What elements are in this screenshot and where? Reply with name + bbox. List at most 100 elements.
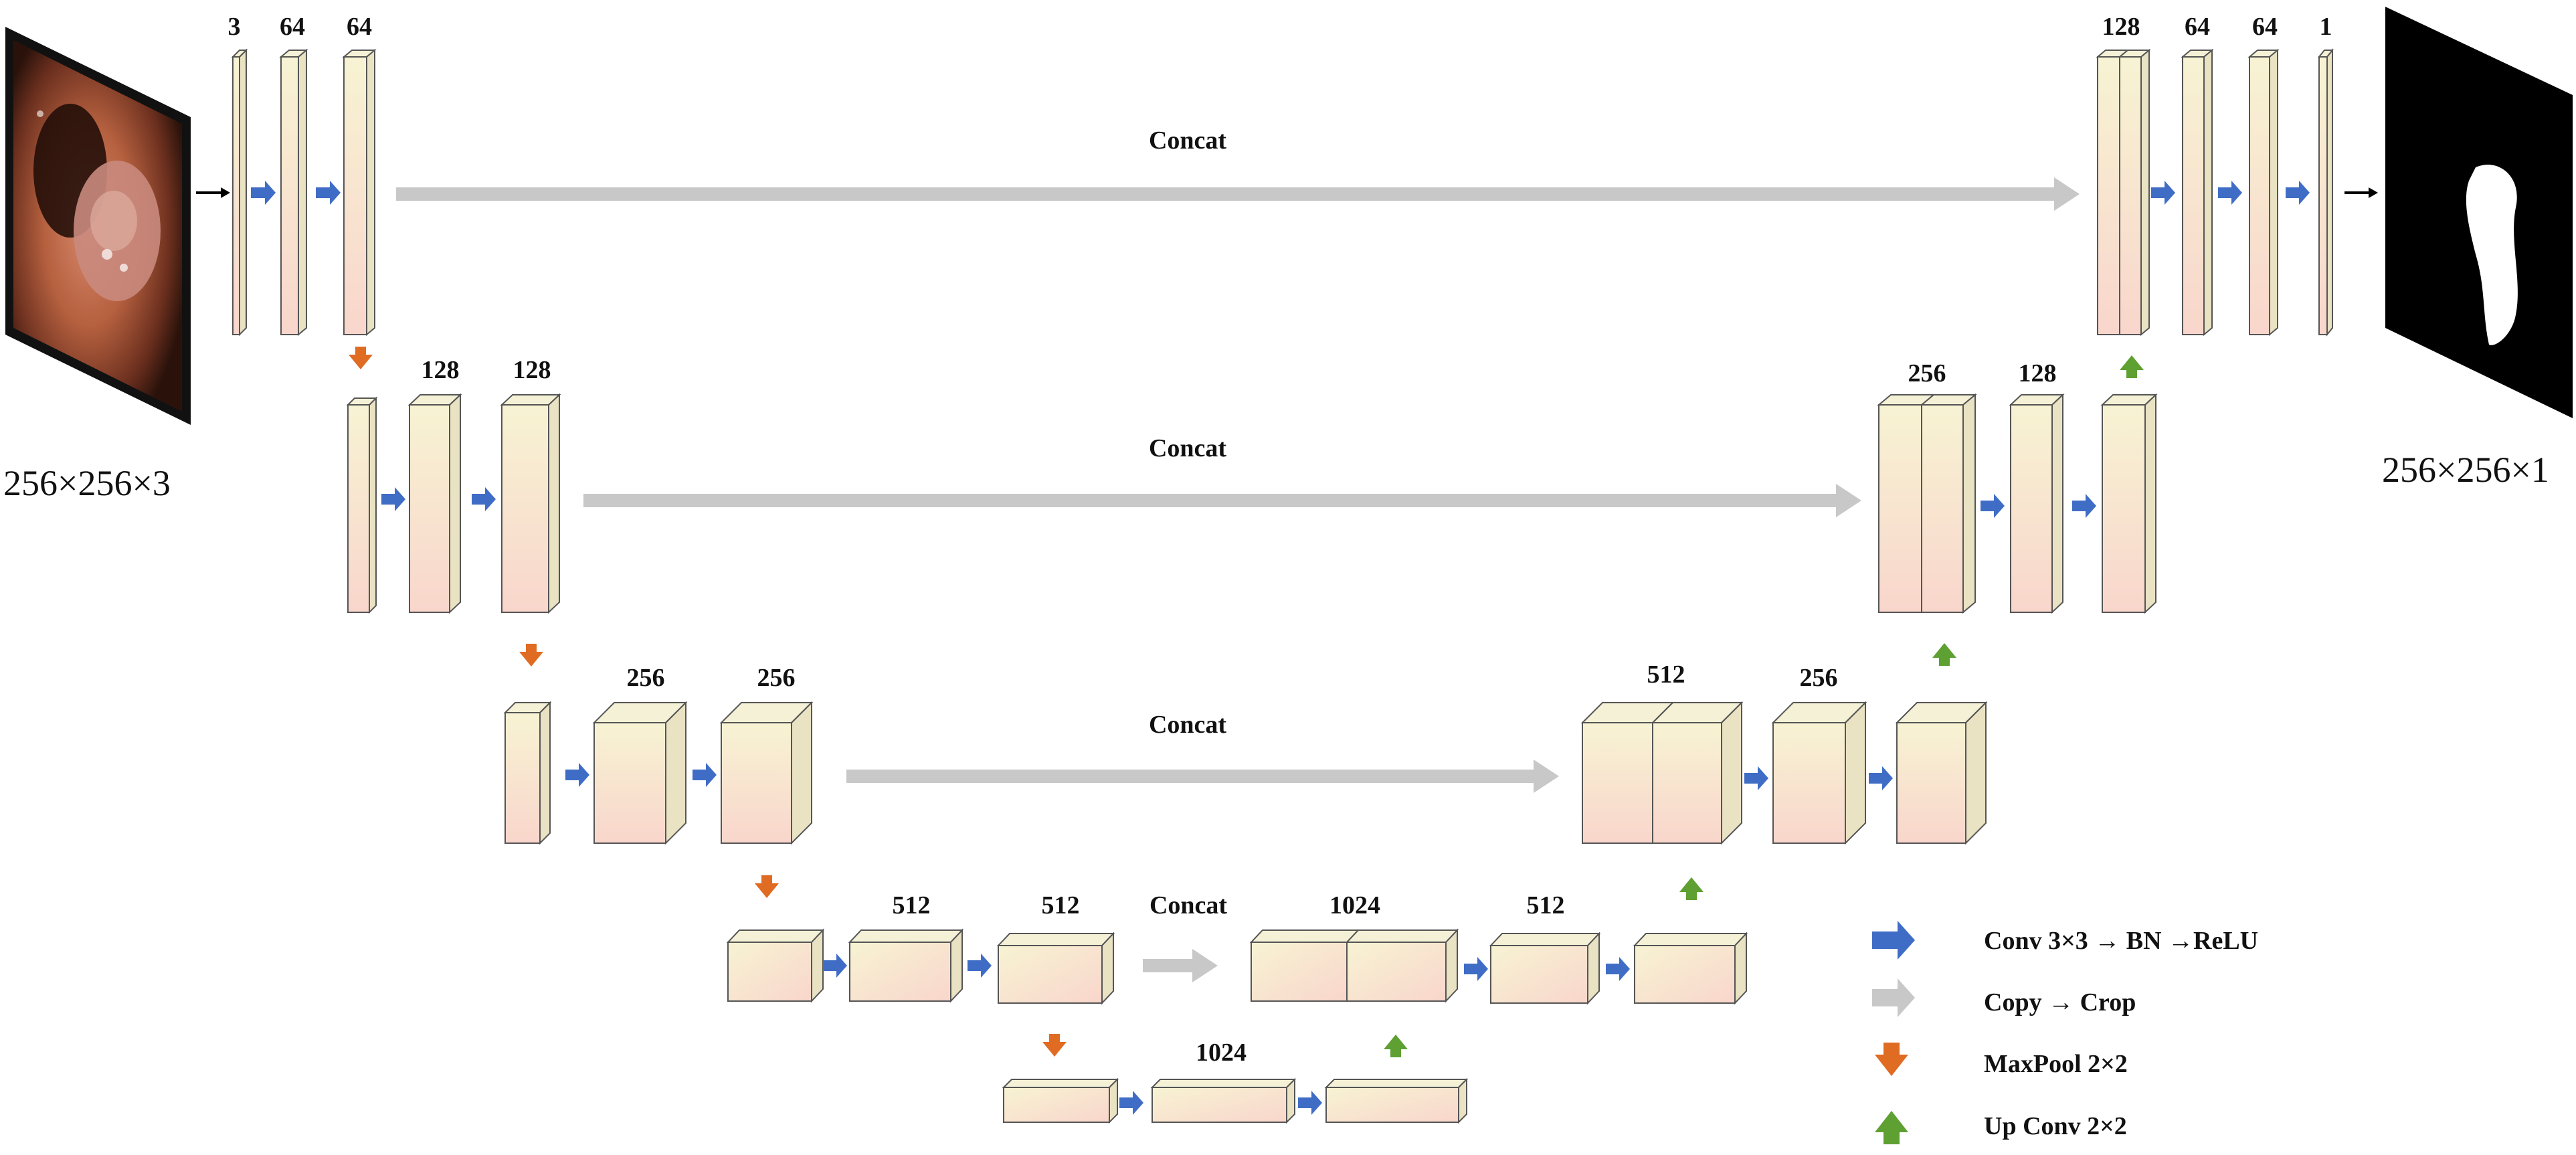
enc-l3-block-2 [592,701,688,845]
conv-arrow [2151,181,2175,205]
enc-l3-label-1: 256 [627,664,665,692]
conv-arrow [1119,1091,1143,1115]
upconv-arrow [1384,1035,1408,1057]
upconv-arrow [1932,643,1956,666]
legend-upconv-icon [1875,1111,1908,1144]
input-arrow [196,187,230,198]
legend-copy-label: Copy → Crop [1984,988,2136,1016]
dec-l1-label-4: 1 [2320,13,2332,41]
conv-arrow [2218,181,2242,205]
dec-l4-label-1: 1024 [1329,891,1380,919]
enc-l2-block-3 [500,393,561,614]
legend: Conv 3×3 → BN →ReLU Copy → Crop MaxPool … [1872,921,2258,1144]
conv-arrow [2286,181,2310,205]
concat-label-3: Concat [1149,711,1226,739]
dec-l1-block-2 [2118,48,2151,337]
dec-l3-label-2: 256 [1800,664,1838,692]
dec-l4-block-2 [1345,928,1459,1003]
maxpool-arrow [519,644,543,667]
input-dim-label: 256×256×3 [3,463,171,503]
legend-maxpool-icon [1875,1043,1908,1076]
enc-l1-block-1 [231,48,248,337]
dec-l1-label-3: 64 [2252,13,2278,41]
bottleneck-block-3 [1324,1077,1469,1124]
conv-arrow [1464,957,1488,981]
dec-l2-block-1 [1877,394,1936,613]
maxpool-arrow [1042,1034,1067,1057]
concat-label-1: Concat [1149,126,1226,155]
upconv-arrow [1679,877,1704,900]
dec-l1-block-5 [2317,48,2334,337]
legend-copy-icon [1872,978,1915,1017]
dec-l4-label-2: 512 [1527,891,1565,919]
dec-l3-block-3 [1771,701,1867,845]
conv-arrow [1869,766,1893,790]
concat-label-4: Concat [1149,891,1227,919]
output-dim-label: 256×256×1 [2382,450,2549,490]
maxpool-arrow [349,347,373,369]
enc-l2-block-1 [346,396,378,614]
enc-l4-block-1 [726,928,825,1003]
conv-arrow [1298,1091,1322,1115]
dec-l3-label-1: 512 [1647,660,1685,689]
dec-l3-block-2 [1651,701,1744,845]
enc-l3-block-1 [503,701,552,845]
dec-l2-label-1: 256 [1908,359,1946,387]
maxpool-arrow [755,875,779,898]
dec-l4-block-3 [1489,931,1601,1005]
conv-arrow [1981,494,2005,518]
conv-arrow [251,181,276,205]
bottleneck-label: 1024 [1196,1039,1247,1067]
input-image [5,27,191,425]
conv-arrow [381,487,405,511]
enc-l2-label-1: 128 [422,356,460,384]
conv-arrow [693,763,717,787]
enc-l2-label-2: 128 [513,356,551,384]
dec-l2-label-2: 128 [2019,359,2057,387]
upconv-arrow [2120,355,2144,378]
enc-l4-label-1: 512 [893,891,931,919]
copy-arrow [846,760,1559,793]
dec-l1-label-1: 128 [2102,13,2140,41]
conv-arrow [2072,494,2096,518]
enc-l1-label-3: 64 [347,13,372,41]
enc-l3-label-2: 256 [757,664,796,692]
copy-arrow [583,484,1861,517]
legend-maxpool-label: MaxPool 2×2 [1984,1050,2128,1078]
enc-l1-block-2 [279,48,308,337]
dec-l3-block-4 [1895,701,1988,845]
enc-l4-block-2 [848,928,964,1003]
dec-l4-block-1 [1249,929,1360,1002]
dec-l4-block-4 [1633,931,1748,1005]
dec-l1-block-4 [2247,48,2280,337]
enc-l1-label-2: 64 [280,13,305,41]
enc-l1-label-1: 3 [228,13,241,41]
conv-arrow [1744,766,1768,790]
bottleneck-block-2 [1150,1077,1297,1124]
concat-label-2: Concat [1149,434,1226,462]
conv-arrow [316,181,341,205]
dec-l1-block-3 [2181,48,2214,337]
conv-arrow [472,487,496,511]
conv-arrow [565,763,589,787]
dec-l3-block-1 [1580,702,1675,844]
dec-l1-label-2: 64 [2185,13,2210,41]
legend-upconv-label: Up Conv 2×2 [1984,1112,2127,1140]
enc-l1-block-3 [342,48,377,337]
output-mask [2385,7,2573,418]
dec-l2-block-2 [1920,393,1977,614]
conv-arrow [968,954,992,978]
dec-l2-block-4 [2100,393,2158,614]
dec-l2-block-3 [2009,393,2065,614]
dec-l1-block-1 [2096,50,2130,335]
enc-l2-block-2 [407,393,462,614]
legend-conv-label: Conv 3×3 → BN →ReLU [1984,927,2258,955]
enc-l4-label-2: 512 [1042,891,1080,919]
enc-l3-block-3 [719,701,814,845]
copy-arrow [1143,949,1218,982]
bottleneck-block-1 [1002,1077,1119,1124]
output-arrow [2344,187,2378,198]
legend-conv-icon [1872,921,1915,960]
copy-arrow [396,177,2080,211]
